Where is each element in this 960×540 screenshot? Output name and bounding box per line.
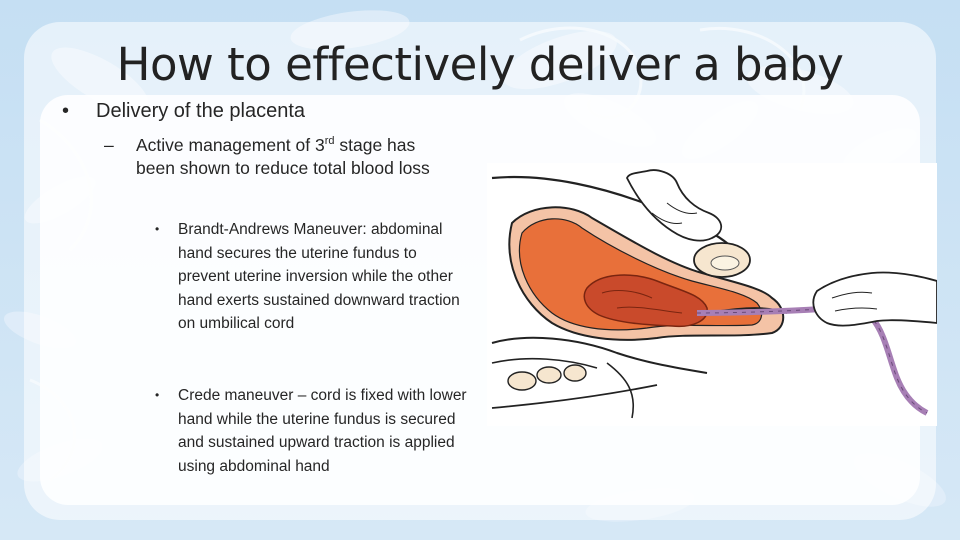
dash-marker: – xyxy=(104,135,114,155)
slide-title: How to effectively deliver a baby xyxy=(116,38,844,91)
sub-sub-bullet-text: Crede maneuver – cord is fixed with lowe… xyxy=(178,387,467,475)
bullet-dot: • xyxy=(155,222,160,236)
ordinal-superscript: rd xyxy=(324,135,335,148)
placenta-delivery-illustration xyxy=(487,163,937,426)
sub-bullet-text-end: stage has been shown to reduce total blo… xyxy=(136,135,430,178)
sub-bullet-text: Active management of 3rd stage has been … xyxy=(136,134,454,180)
bullet-dot: • xyxy=(155,388,160,402)
sub-sub-bullet-text: Brandt-Andrews Maneuver: abdominal hand … xyxy=(178,221,460,332)
bullet-text: Delivery of the placenta xyxy=(96,100,306,122)
sub-bullet-text-start: Active management of 3 xyxy=(136,135,325,155)
bullet-dot: • xyxy=(62,100,70,122)
